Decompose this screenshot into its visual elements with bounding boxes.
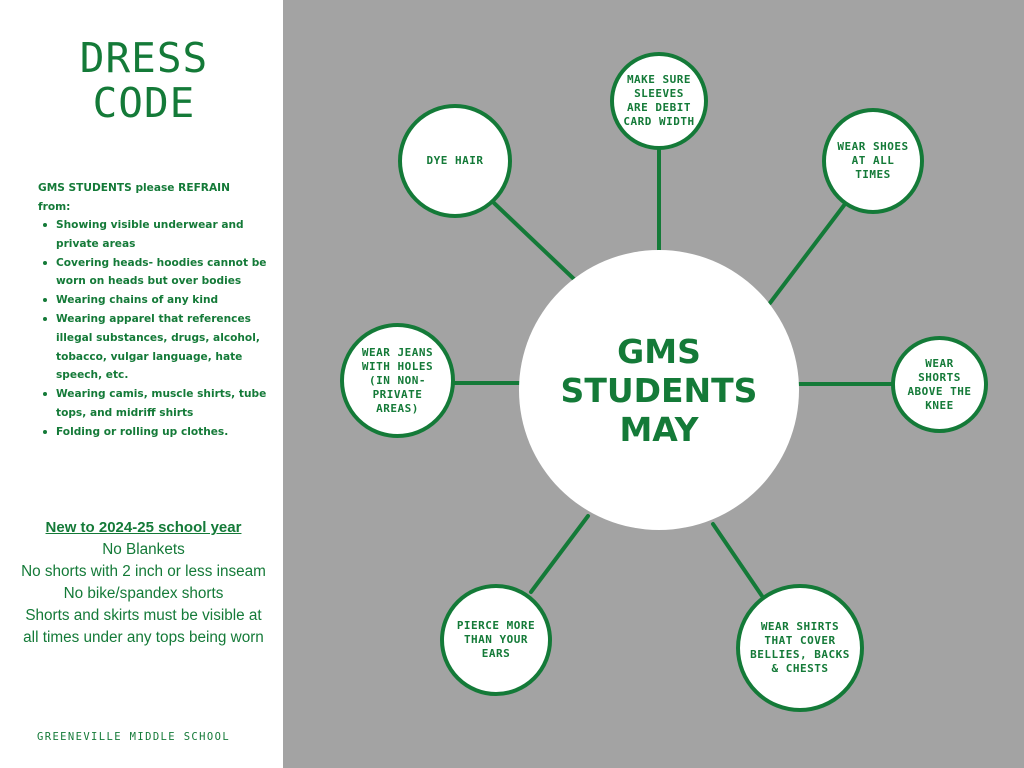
refrain-item: Wearing chains of any kind xyxy=(38,291,274,310)
bubble-sleeves-text: MAKE SURE SLEEVES ARE DEBIT CARD WIDTH xyxy=(623,73,695,128)
refrain-intro: GMS STUDENTS please REFRAIN from: xyxy=(38,182,230,213)
bubble-shorts: WEAR SHORTS ABOVE THE KNEE xyxy=(891,336,988,433)
center-circle: GMS STUDENTS MAY xyxy=(519,250,799,530)
new-rule-line: all times under any tops being worn xyxy=(23,629,264,646)
bubble-pierce-text: PIERCE MORE THAN YOUR EARS xyxy=(456,619,536,660)
refrain-item: Folding or rolling up clothes. xyxy=(38,423,274,442)
bubble-pierce: PIERCE MORE THAN YOUR EARS xyxy=(440,584,552,696)
refrain-list: Showing visible underwear and private ar… xyxy=(38,216,274,442)
new-rule-line: Shorts and skirts must be visible at xyxy=(25,607,262,624)
bubble-shirts-text: WEAR SHIRTS THAT COVER BELLIES, BACKS & … xyxy=(750,620,850,675)
bubble-sleeves: MAKE SURE SLEEVES ARE DEBIT CARD WIDTH xyxy=(610,52,708,150)
bubble-dye-hair: DYE HAIR xyxy=(398,104,512,218)
bubble-shirts: WEAR SHIRTS THAT COVER BELLIES, BACKS & … xyxy=(736,584,864,712)
refrain-item: Wearing camis, muscle shirts, tube tops,… xyxy=(38,385,274,423)
school-name-footer: GREENEVILLE MIDDLE SCHOOL xyxy=(37,731,231,743)
page-title: DRESS CODE xyxy=(0,36,288,126)
new-rule-line: No bike/spandex shorts xyxy=(63,585,224,602)
refrain-item: Showing visible underwear and private ar… xyxy=(38,216,274,254)
bubble-jeans: WEAR JEANS WITH HOLES (IN NON-PRIVATE AR… xyxy=(340,323,455,438)
bubble-jeans-text: WEAR JEANS WITH HOLES (IN NON-PRIVATE AR… xyxy=(361,345,434,415)
new-rule-line: No Blankets xyxy=(102,541,185,558)
title-line-dress: DRESS xyxy=(79,34,209,82)
new-rules-heading: New to 2024-25 school year xyxy=(45,519,242,536)
new-rules-section: New to 2024-25 school year No Blankets N… xyxy=(0,517,287,649)
bubble-shoes: WEAR SHOES AT ALL TIMES xyxy=(822,108,924,214)
center-label: GMS STUDENTS MAY xyxy=(560,331,758,449)
new-rule-line: No shorts with 2 inch or less inseam xyxy=(21,563,266,580)
refrain-item: Covering heads- hoodies cannot be worn o… xyxy=(38,254,274,292)
title-line-code: CODE xyxy=(92,79,196,127)
bubble-shoes-text: WEAR SHOES AT ALL TIMES xyxy=(837,140,909,181)
refrain-item: Wearing apparel that references illegal … xyxy=(38,310,274,385)
bubble-shorts-text: WEAR SHORTS ABOVE THE KNEE xyxy=(907,356,972,412)
left-panel: DRESS CODE GMS STUDENTS please REFRAIN f… xyxy=(0,0,283,768)
bubble-dye-hair-text: DYE HAIR xyxy=(426,154,484,167)
